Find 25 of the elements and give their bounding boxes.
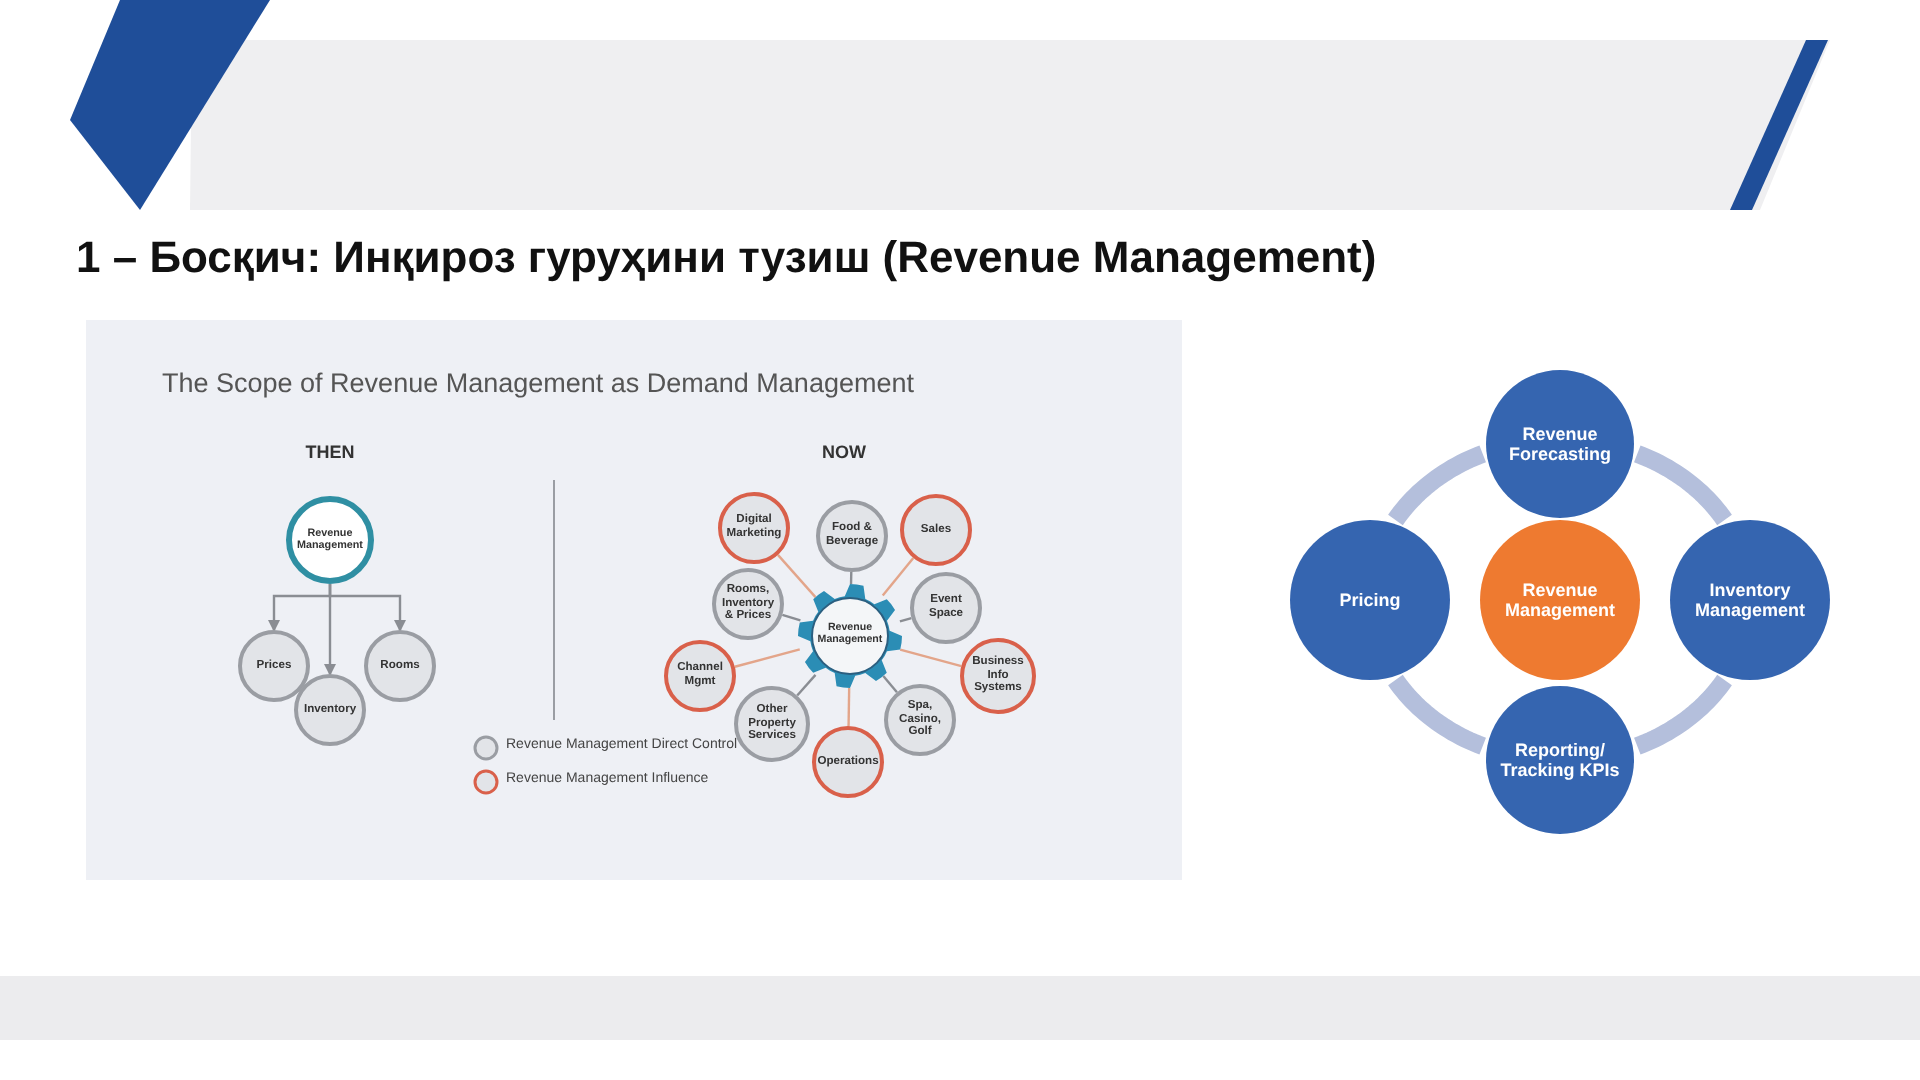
circle-node: Inventory Management — [1670, 520, 1830, 680]
connector-line — [899, 616, 912, 623]
connector-line — [782, 613, 801, 622]
connector-line — [881, 557, 915, 597]
connector-line — [796, 674, 817, 697]
circle-node: Revenue Forecasting — [1486, 370, 1634, 518]
connector-line — [882, 675, 898, 694]
connector-line — [734, 648, 801, 668]
connector-line — [849, 571, 853, 585]
ring-connector — [1632, 445, 1732, 526]
circle-node: Revenue Management — [1480, 520, 1640, 680]
panel-heading: The Scope of Revenue Management as Demand Management — [162, 368, 914, 398]
connector-line — [899, 648, 962, 668]
ring-connector — [1632, 674, 1732, 755]
ring-connector — [1388, 674, 1488, 755]
connector-line — [847, 687, 851, 727]
slide-title: 1 – Босқич: Инқироз гуруҳини тузиш (Revenue Management) — [76, 232, 1377, 284]
picture-panel — [86, 320, 1182, 880]
column-heading: NOW — [820, 442, 868, 462]
ring-connector — [1388, 445, 1488, 526]
connector-line — [328, 584, 406, 632]
circle-node: Pricing — [1290, 520, 1450, 680]
column-heading: THEN — [303, 442, 357, 462]
connector-line — [777, 554, 817, 598]
circle-node: Reporting/ Tracking KPIs — [1486, 686, 1634, 834]
